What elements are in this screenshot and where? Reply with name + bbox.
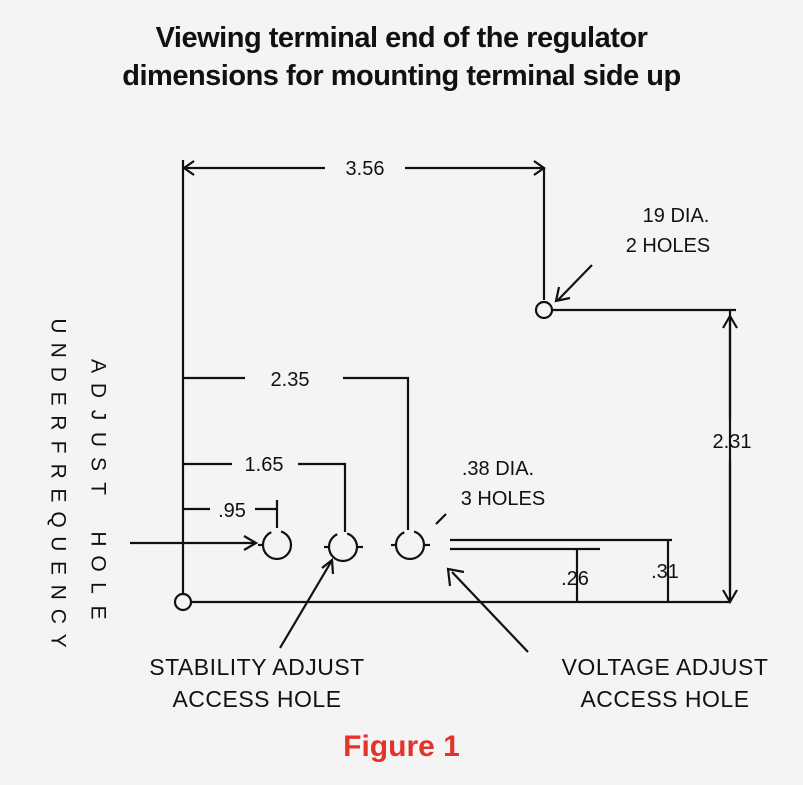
vertical-letter: R [47,415,70,430]
dim-95-right [255,500,279,511]
vertical-letter: A [87,359,110,373]
vertical-letter: O [87,555,110,571]
vertical-letter: E [47,392,70,406]
dim-label-26: .26 [561,568,589,590]
vertical-letter: Y [47,634,70,648]
stability-pointer-head [321,557,335,575]
vertical-letter: J [87,410,110,421]
voltage-label-line-2: ACCESS HOLE [580,686,749,712]
top-mount-hole [534,300,554,320]
dim-2-31-arrow-top [722,313,738,329]
mount-holes-callout-line-1: 19 DIA. [643,205,710,227]
vertical-letter: D [87,383,110,398]
vertical-letter: U [47,536,70,551]
vertical-letter: E [47,561,70,575]
corner-mount-hole [173,592,193,612]
vertical-letter: D [47,367,70,382]
voltage-adjust-hole [394,529,426,561]
dim-3-56-arrow-left [182,160,195,176]
dim-label-2-31: 2.31 [713,431,752,453]
vertical-letter: S [87,457,110,471]
voltage-label-line-1: VOLTAGE ADJUST [562,654,769,680]
stability-pointer [279,561,332,649]
stability-label-line-1: STABILITY ADJUST [149,654,364,680]
dim-label-2-35: 2.35 [271,369,310,391]
dim-3-56-arrow-right [533,160,546,176]
underfrequency-adjust-hole [261,529,293,561]
voltage-pointer-head [446,567,465,587]
vertical-letter: L [87,582,110,594]
stability-adjust-hole [327,531,359,563]
dim-label-31: .31 [651,561,679,583]
figure-caption: Figure 1 [343,730,460,763]
underfrequency-pointer-head [243,535,259,551]
title-line-2: dimensions for mounting terminal side up [122,60,681,92]
mount-hole-pointer [557,264,593,301]
vertical-letter: C [47,609,70,624]
vertical-letter: F [47,441,70,454]
dim-2-31-arrow-bottom [722,589,738,605]
adjust-holes-callout-line-1: .38 DIA. [462,458,534,480]
vertical-letter: N [47,585,70,600]
vertical-letter: U [47,318,70,333]
voltage-label-pointer [435,513,447,525]
vertical-letter: E [87,605,110,619]
vertical-letter: N [47,343,70,358]
vertical-letter: T [87,482,110,495]
vertical-letter: H [87,531,110,546]
mount-hole-pointer-head [554,286,571,303]
dim-label-3-56: 3.56 [346,158,385,180]
vertical-letter: Q [47,511,70,527]
adjust-holes-callout-line-2: 3 HOLES [461,488,545,510]
dim-1-65-right [298,462,347,532]
vertical-letter: U [87,432,110,447]
vertical-letter: R [47,464,70,479]
dim-2-35-right [343,376,410,530]
vertical-letter: E [47,488,70,502]
adjust-hole-vertical-label: AD JUST HOLE [87,359,110,620]
voltage-pointer [451,571,529,653]
dim-label-1-65: 1.65 [245,454,284,476]
title-line-1: Viewing terminal end of the regulator [155,22,648,54]
stability-label-line-2: ACCESS HOLE [172,686,341,712]
dim-label-95: .95 [218,500,246,522]
mount-holes-callout-line-2: 2 HOLES [626,235,710,257]
